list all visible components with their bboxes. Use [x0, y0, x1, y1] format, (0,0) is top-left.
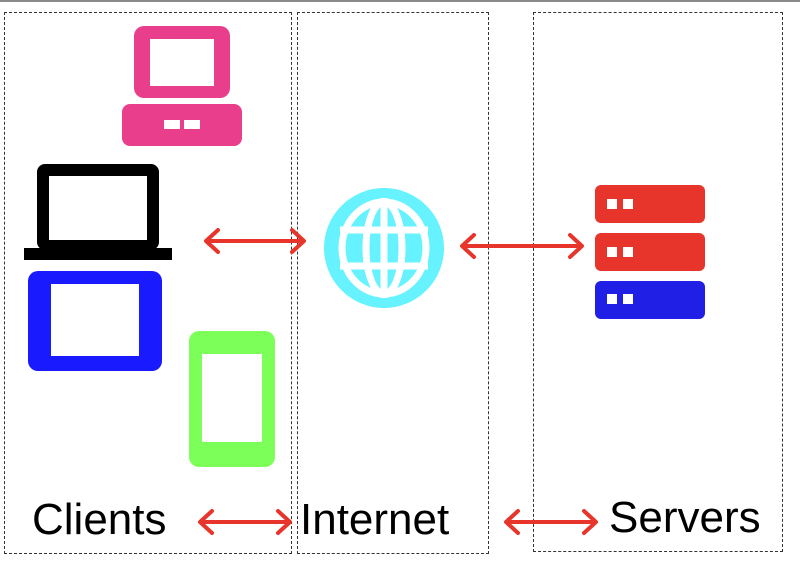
arrow-label-internet-servers [504, 509, 598, 535]
clients-label: Clients [32, 495, 167, 544]
internet-label: Internet [300, 495, 450, 544]
server-unit-1 [595, 185, 705, 223]
arrow-internet-servers [460, 233, 584, 259]
arrow-label-clients-internet [198, 509, 292, 535]
phone-icon [188, 330, 276, 468]
desktop-computer-icon [120, 24, 244, 148]
servers-label: Servers [609, 493, 761, 542]
laptop-icon [24, 162, 174, 262]
globe-icon [320, 184, 448, 312]
arrow-clients-internet [204, 228, 306, 254]
server-stack-icon [593, 183, 709, 323]
servers-zone [533, 12, 783, 552]
internet-zone [297, 12, 489, 554]
clients-zone [4, 12, 292, 554]
server-unit-3 [595, 281, 705, 319]
tablet-icon [27, 270, 163, 372]
top-rule [0, 0, 800, 2]
server-unit-2 [595, 233, 705, 271]
